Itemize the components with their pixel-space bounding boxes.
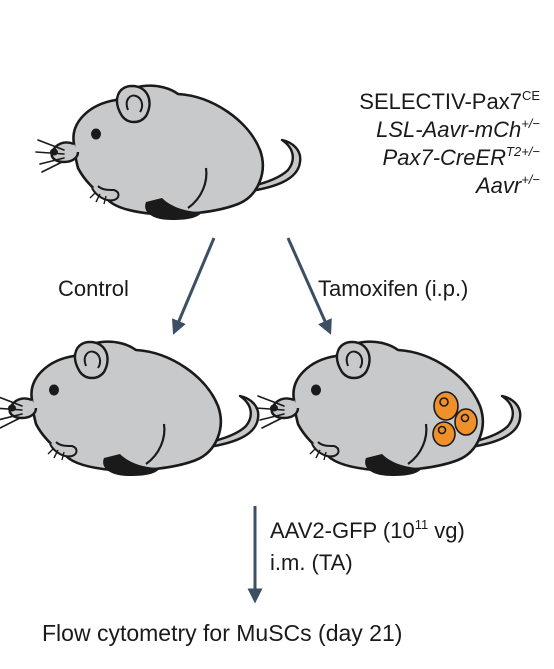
genotype-line-2: LSL-Aavr-mCh+/− [376, 116, 540, 142]
mouse-tamoxifen-illustration [254, 340, 522, 478]
genotype-line-4: Aavr+/− [475, 172, 540, 198]
genotype-line-1: SELECTIV-Pax7CE [359, 88, 540, 114]
aav-label: AAV2-GFP (1011 vg) [270, 517, 465, 543]
control-label: Control [58, 276, 129, 301]
labelled-muscle-cells-icon [432, 391, 478, 447]
injection-label: i.m. (TA) [270, 550, 353, 575]
readout-label: Flow cytometry for MuSCs (day 21) [42, 620, 403, 646]
genotype-line-3: Pax7-CreERT2+/− [382, 144, 540, 170]
mouse-control-illustration [0, 340, 260, 478]
tamoxifen-label: Tamoxifen (i.p.) [318, 276, 469, 301]
arrow-tamoxifen [286, 237, 332, 335]
arrow-control [172, 237, 216, 335]
mouse-top-illustration [34, 84, 302, 222]
genotype-label: SELECTIV-Pax7CE LSL-Aavr-mCh+/− Pax7-Cre… [290, 88, 540, 200]
